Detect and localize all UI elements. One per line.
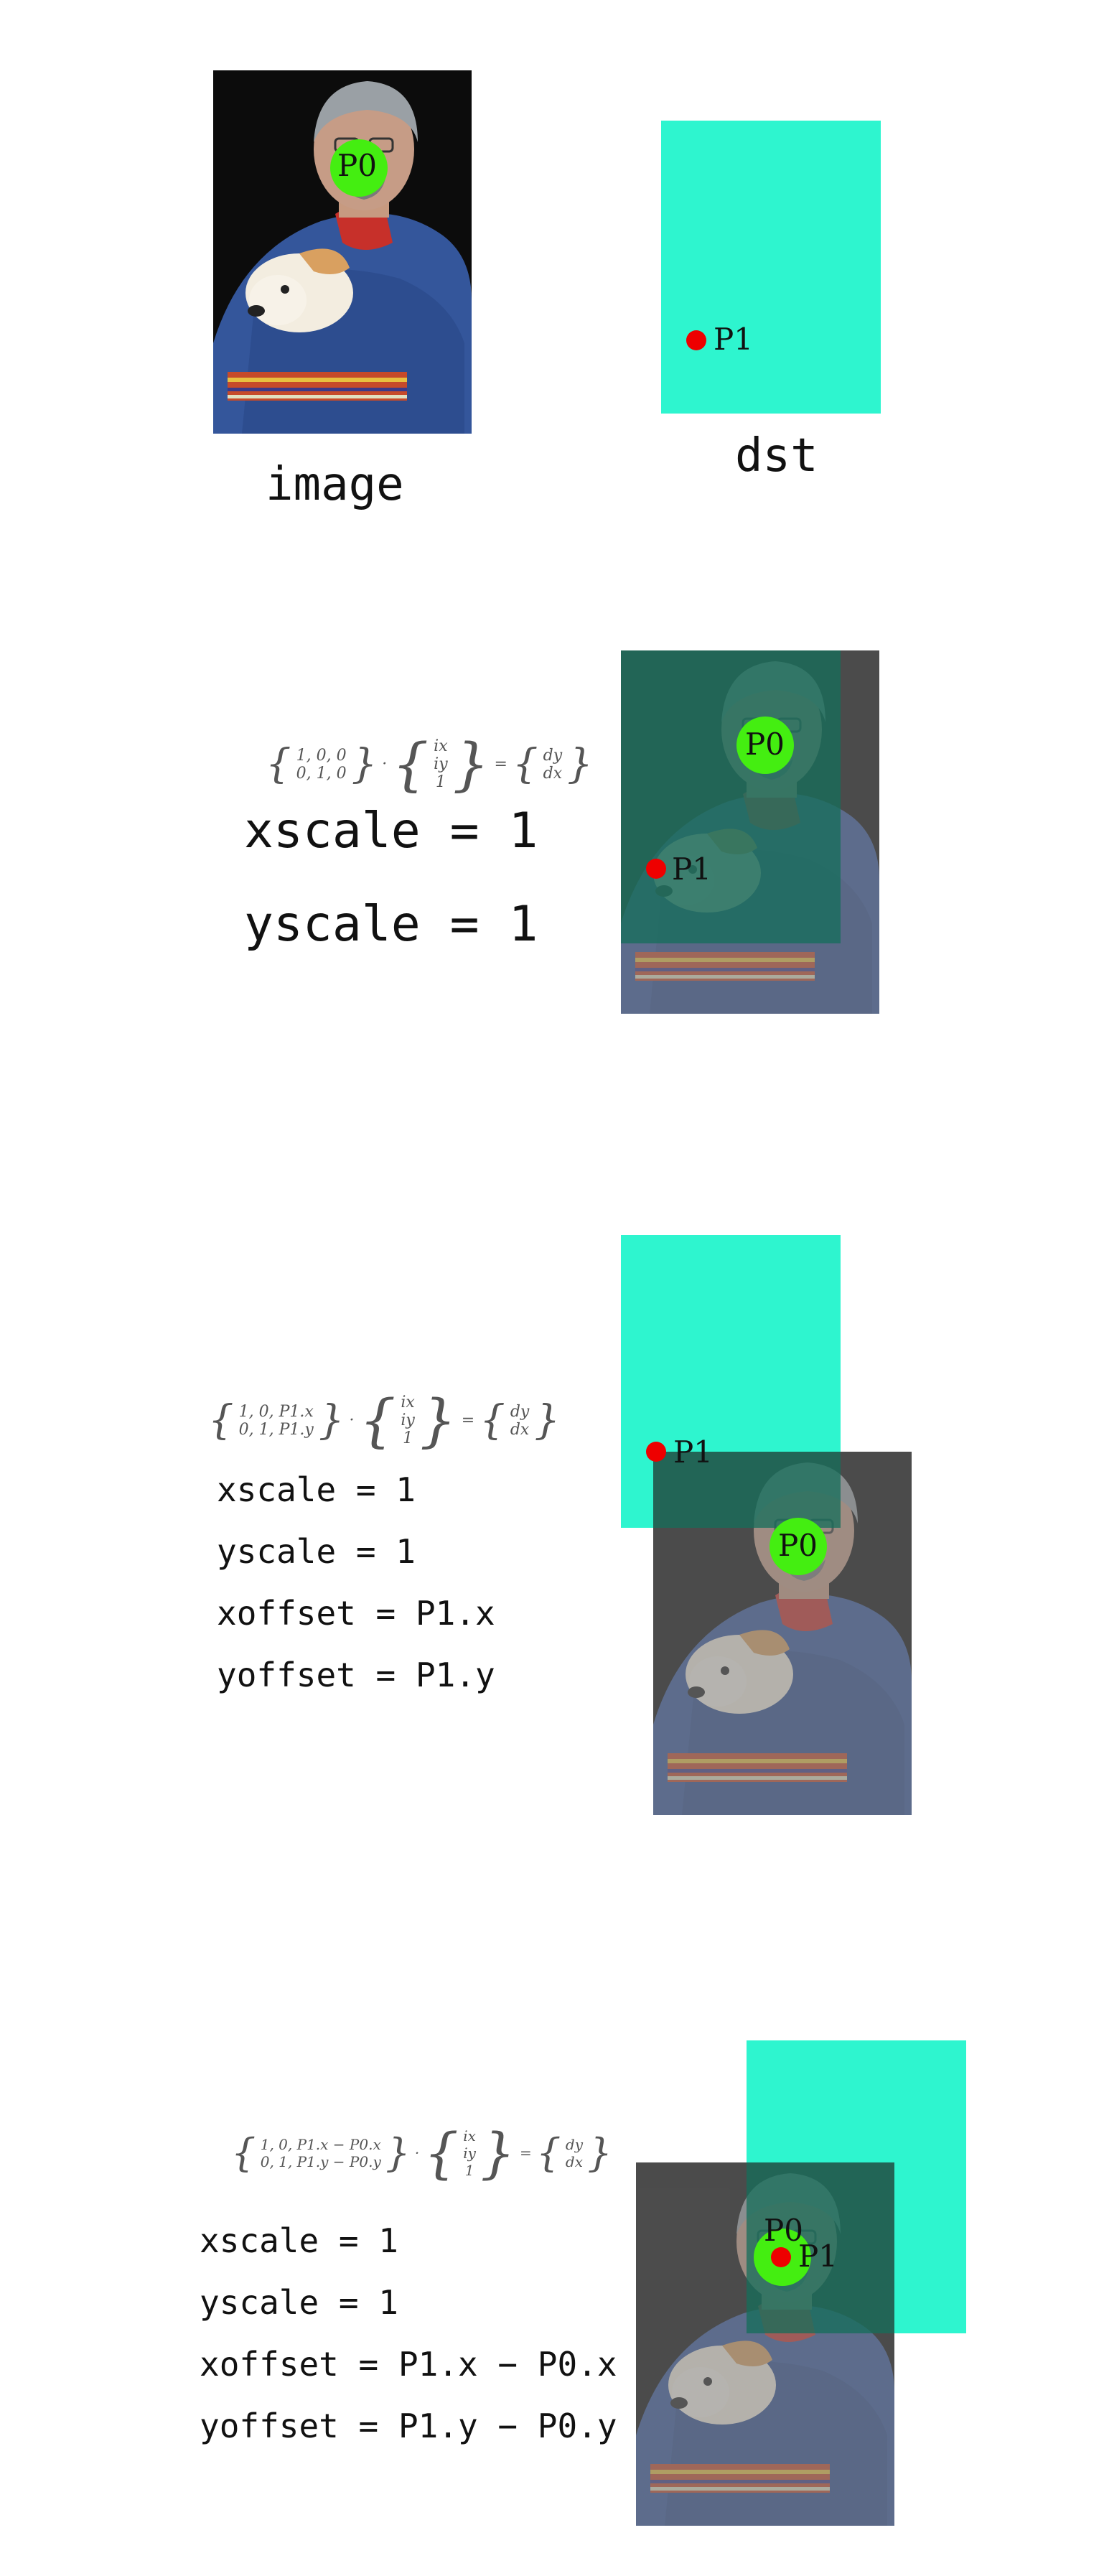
p1-marker (646, 859, 666, 879)
matrix-row-2: 0, 1, P1.y (238, 1420, 314, 1439)
p0-label: P0 (778, 1528, 818, 1563)
vector-ix: ix (434, 737, 448, 755)
p1-label: P1 (714, 322, 753, 357)
result-dy: dy (565, 2135, 583, 2153)
dst-overlap (653, 1452, 841, 1528)
dst-rect (661, 121, 881, 414)
p0-label: P0 (764, 2213, 803, 2248)
p1-marker (646, 1442, 666, 1462)
yscale-text: yscale = 1 (200, 2283, 398, 2322)
vector-iy: iy (401, 1411, 415, 1429)
matrix-formula: { 1, 0, P1.x 0, 1, P1.y } · { ix iy 1 } … (208, 1387, 560, 1454)
xoffset-text: xoffset = P1.x (217, 1594, 495, 1633)
yoffset-text: yoffset = P1.y − P0.y (200, 2407, 617, 2445)
p1-marker (771, 2247, 791, 2267)
matrix-formula: { 1, 0, 0 0, 1, 0 } · { ix iy 1 } = { dy… (266, 731, 593, 798)
matrix-formula: { 1, 0, P1.x − P0.x 0, 1, P1.y − P0.y } … (231, 2121, 612, 2185)
yscale-text: yscale = 1 (244, 896, 538, 953)
xscale-text: xscale = 1 (217, 1470, 416, 1509)
result-dy: dy (543, 746, 563, 765)
matrix-row-1: 1, 0, P1.x − P0.x (260, 2135, 381, 2153)
matrix-row-2: 0, 1, P1.y − P0.y (260, 2152, 381, 2170)
p1-label: P1 (673, 1434, 713, 1470)
vector-iy: iy (463, 2144, 476, 2162)
result-dy: dy (510, 1402, 530, 1421)
result-dx: dx (510, 1420, 530, 1439)
image-caption: image (266, 458, 404, 511)
vector-one: 1 (435, 773, 446, 791)
source-image (213, 70, 472, 434)
vector-iy: iy (434, 755, 448, 773)
p0-label: P0 (745, 727, 785, 762)
p0-marker (330, 139, 388, 197)
yoffset-text: yoffset = P1.y (217, 1656, 495, 1694)
xoffset-text: xoffset = P1.x − P0.x (200, 2345, 617, 2384)
p0-label: P0 (337, 148, 377, 183)
result-dx: dx (565, 2152, 583, 2170)
vector-one: 1 (464, 2161, 474, 2179)
matrix-row-1: 1, 0, 0 (296, 746, 347, 765)
matrix-row-2: 0, 1, 0 (296, 764, 347, 783)
vector-one: 1 (403, 1429, 413, 1447)
xscale-text: xscale = 1 (200, 2221, 398, 2260)
p1-marker (686, 330, 706, 350)
xscale-text: xscale = 1 (244, 803, 538, 859)
p0-marker (736, 717, 794, 774)
p0-marker (769, 1518, 827, 1575)
dst-overlap (621, 650, 841, 943)
vector-ix: ix (463, 2127, 476, 2145)
dst-caption: dst (735, 429, 818, 482)
result-dx: dx (543, 764, 563, 783)
vector-ix: ix (401, 1394, 415, 1411)
yscale-text: yscale = 1 (217, 1532, 416, 1571)
p1-label: P1 (798, 2239, 838, 2274)
p1-label: P1 (672, 851, 711, 887)
matrix-row-1: 1, 0, P1.x (238, 1402, 314, 1421)
